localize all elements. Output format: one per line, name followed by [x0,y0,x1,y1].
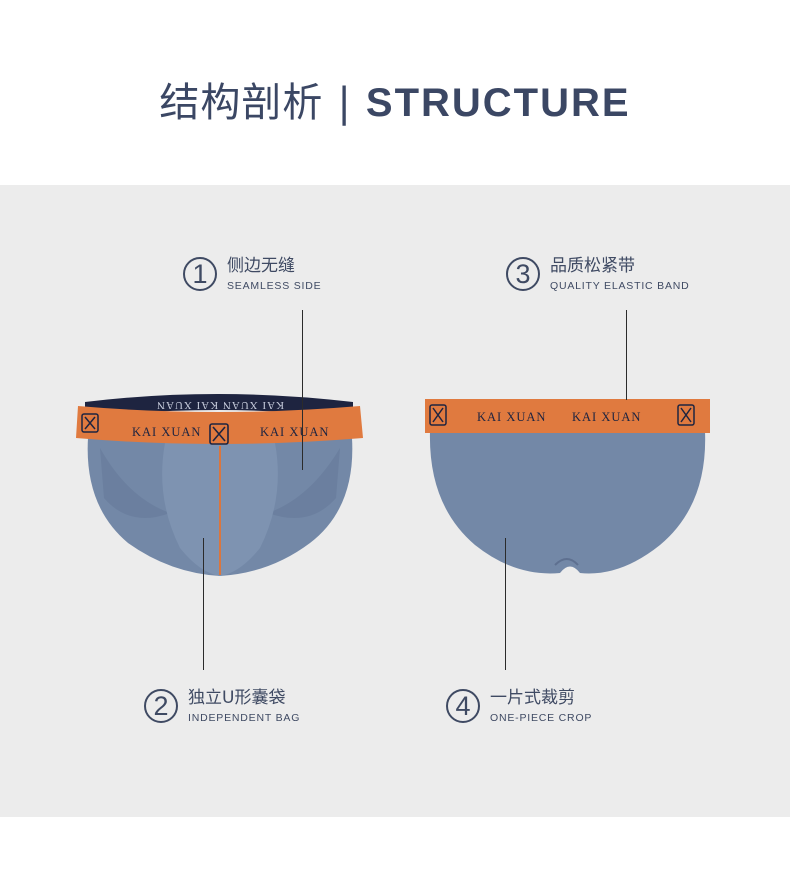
feature-title-cn-1: 侧边无缝 [227,256,295,276]
brand-logo-icon-back-right [677,404,695,426]
brand-logo-icon-left [81,413,99,433]
leader-line-2 [203,538,204,670]
feature-title-en-3: QUALITY ELASTIC BAND [550,280,690,292]
feature-title-en-2: INDEPENDENT BAG [188,712,301,724]
feature-label-2: 2 独立U形囊袋 INDEPENDENT BAG [144,688,300,724]
brand-logo-icon-back-left [429,404,447,426]
back-brand-left: KAI XUAN [477,410,546,424]
title-en: STRUCTURE [365,81,631,125]
leader-line-4 [505,538,506,670]
front-brand-left: KAI XUAN [132,425,201,439]
brand-logo-icon [209,423,229,445]
leader-line-1 [302,310,303,470]
inner-band-text: KAI XUAN KAI XUAN [156,399,284,411]
feature-number-4: 4 [446,689,480,723]
front-brand-right: KAI XUAN [260,425,329,439]
feature-title-cn-4: 一片式裁剪 [490,688,575,708]
feature-label-4: 4 一片式裁剪 ONE-PIECE CROP [446,688,592,724]
feature-title-cn-2: 独立U形囊袋 [188,688,286,708]
feature-title-cn-3: 品质松紧带 [550,256,635,276]
feature-number-2: 2 [144,689,178,723]
feature-label-3: 3 品质松紧带 QUALITY ELASTIC BAND [506,256,690,292]
feature-number-3: 3 [506,257,540,291]
page-title: 结构剖析 | STRUCTURE [0,70,790,128]
title-cn: 结构剖析 [159,80,324,126]
back-view-image: KAI XUAN KAI XUAN [425,399,710,574]
back-brand-right: KAI XUAN [572,410,641,424]
feature-title-en-4: ONE-PIECE CROP [490,712,593,724]
feature-title-en-1: SEAMLESS SIDE [227,280,322,292]
title-separator: | [337,80,352,126]
feature-label-1: 1 侧边无缝 SEAMLESS SIDE [183,256,321,292]
header: 结构剖析 | STRUCTURE [0,0,790,185]
front-view-image: KAI XUAN KAI XUAN KAI XUAN KAI XUAN [76,394,363,576]
leader-line-3 [626,310,627,400]
footer-space [0,817,790,885]
feature-number-1: 1 [183,257,217,291]
